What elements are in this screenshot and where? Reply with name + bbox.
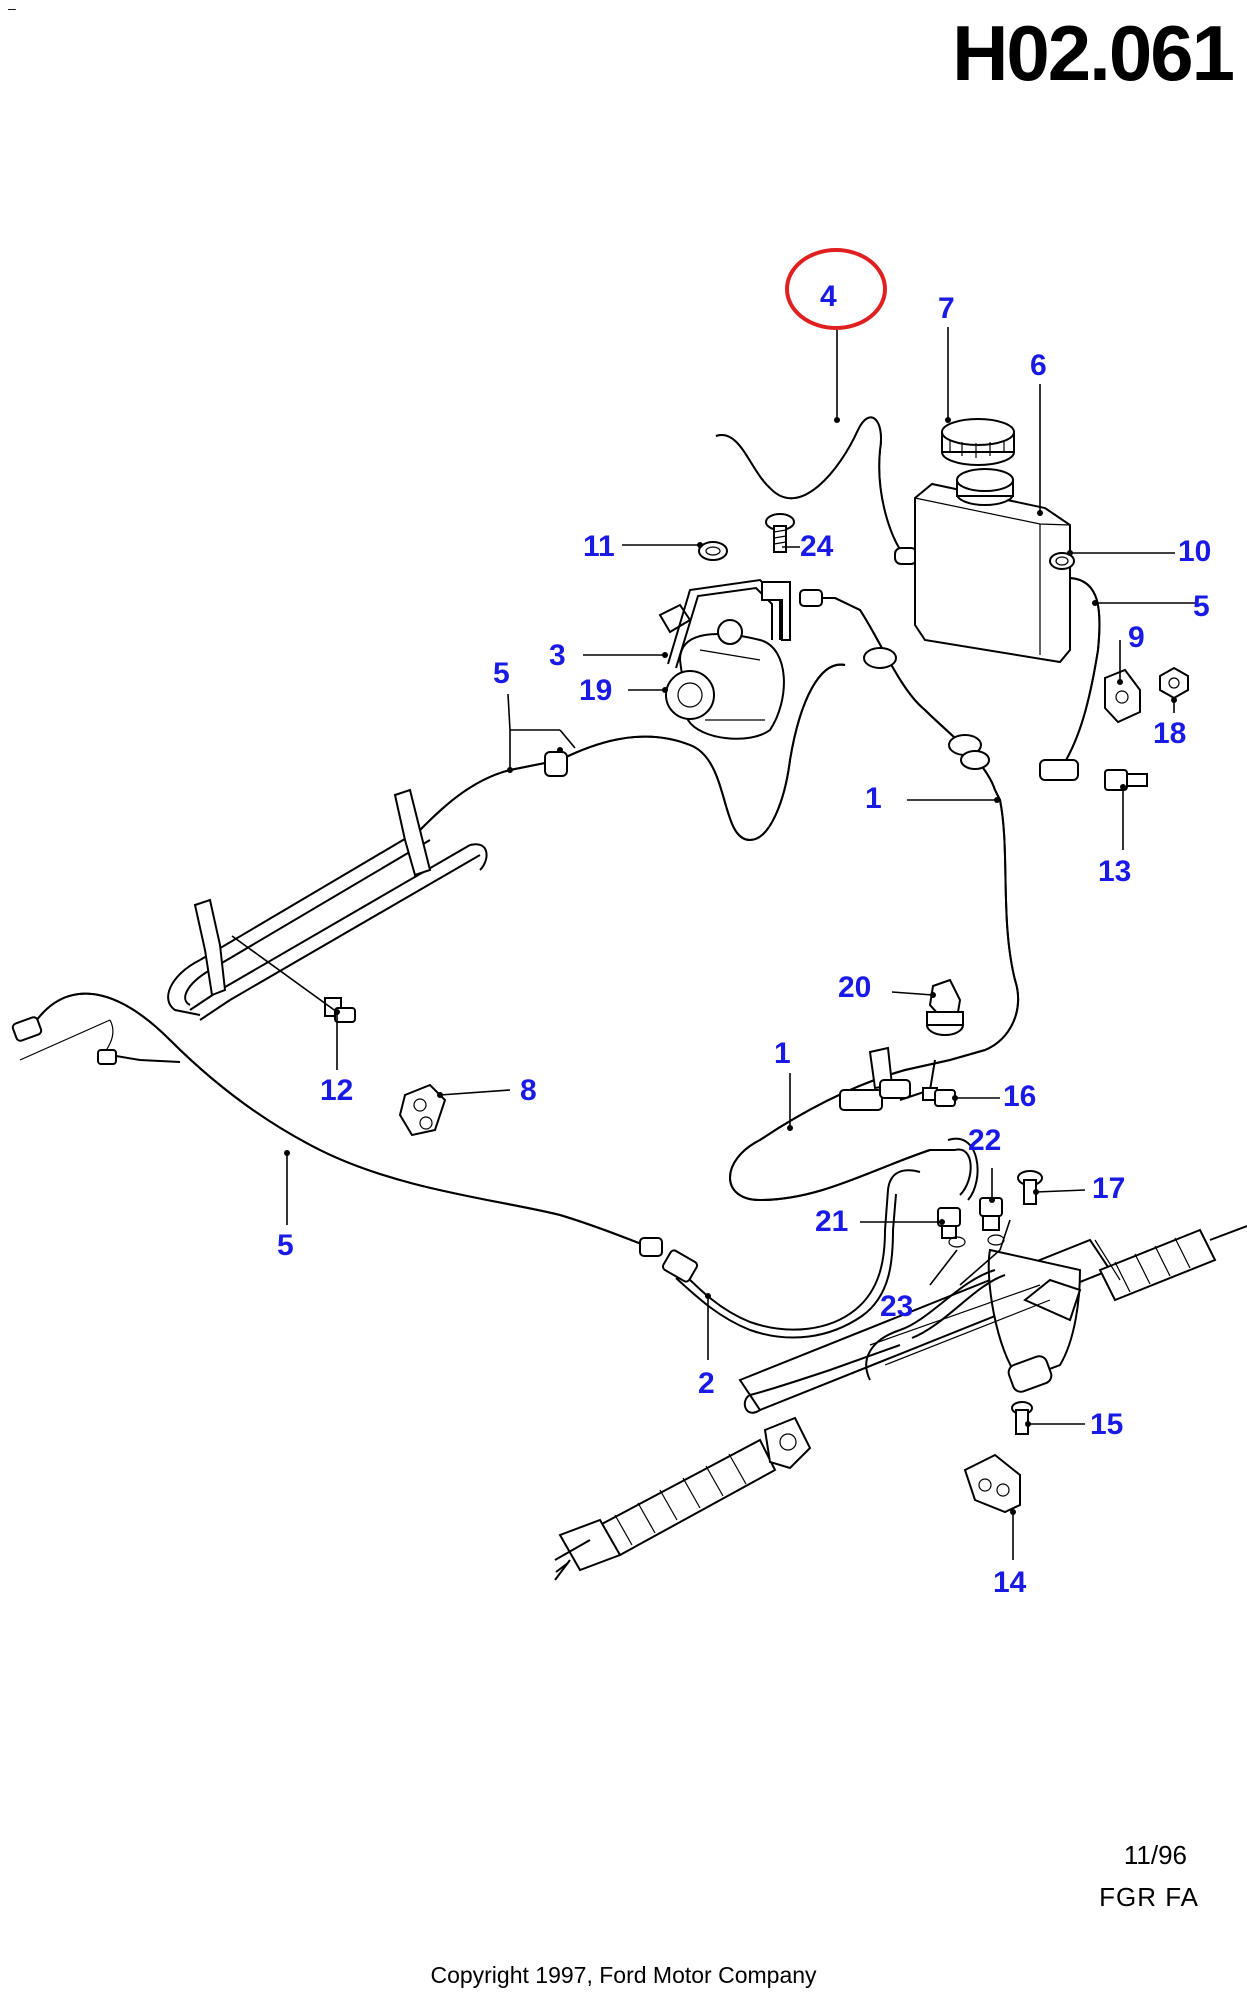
clip-8 xyxy=(398,1083,447,1137)
callout-5-cooler[interactable]: 5 xyxy=(493,657,510,690)
callout-15[interactable]: 15 xyxy=(1090,1408,1123,1441)
cooler-pipes xyxy=(167,788,488,1021)
region-code: FGR FA xyxy=(1099,1882,1199,1912)
callout-21[interactable]: 21 xyxy=(815,1205,848,1238)
callout-23[interactable]: 23 xyxy=(880,1290,913,1323)
callout-9[interactable]: 9 xyxy=(1128,621,1145,654)
date-code: 11/96 xyxy=(1123,1840,1187,1870)
fluid-reservoir xyxy=(914,468,1071,664)
callout-24[interactable]: 24 xyxy=(800,530,834,563)
callout-1-lower[interactable]: 1 xyxy=(774,1037,791,1070)
bracket-14 xyxy=(963,1453,1021,1514)
callout-19[interactable]: 19 xyxy=(579,674,612,707)
line-art xyxy=(11,416,1247,1581)
callout-11[interactable]: 11 xyxy=(583,530,615,563)
callout-2[interactable]: 2 xyxy=(698,1367,715,1400)
steering-pump xyxy=(658,603,785,740)
callout-10[interactable]: 10 xyxy=(1178,535,1211,568)
callout-7[interactable]: 7 xyxy=(938,292,955,325)
callout-5-long[interactable]: 5 xyxy=(277,1229,294,1262)
highlight-circle xyxy=(785,248,887,330)
callout-16[interactable]: 16 xyxy=(1003,1080,1036,1113)
bolt-15 xyxy=(1011,1401,1033,1435)
pressure-switch-20 xyxy=(926,978,964,1036)
hose-clip-10 xyxy=(1049,552,1075,570)
bolt-24 xyxy=(765,513,795,553)
nut-18 xyxy=(1159,666,1189,700)
bolt-12 xyxy=(324,997,356,1023)
callout-12[interactable]: 12 xyxy=(320,1074,353,1107)
pipe-bracket-mid xyxy=(839,1046,911,1111)
callout-14[interactable]: 14 xyxy=(993,1566,1027,1599)
bolt-16 xyxy=(922,1087,956,1107)
callout-4[interactable]: 4 xyxy=(820,280,837,313)
callout-8[interactable]: 8 xyxy=(520,1074,537,1107)
corner-mark: – xyxy=(8,0,16,16)
steering-rack xyxy=(554,1225,1247,1581)
callout-5-reservoir[interactable]: 5 xyxy=(1193,590,1210,623)
callout-6[interactable]: 6 xyxy=(1030,349,1047,382)
callout-22[interactable]: 22 xyxy=(968,1124,1001,1157)
bracket-9 xyxy=(1104,668,1141,724)
diagram-code: H02.061 xyxy=(952,9,1235,97)
rack-boot-left xyxy=(554,1438,777,1581)
callout-20[interactable]: 20 xyxy=(838,971,871,1004)
rack-boot-right xyxy=(1098,1225,1247,1302)
seals-23 xyxy=(948,1234,1005,1248)
callout-17[interactable]: 17 xyxy=(1092,1172,1125,1205)
copyright-notice: Copyright 1997, Ford Motor Company xyxy=(430,1962,817,1988)
hose-end-clip xyxy=(894,547,918,565)
leader-lines xyxy=(231,327,1195,1560)
callout-3[interactable]: 3 xyxy=(549,639,566,672)
reservoir-cap xyxy=(941,418,1015,466)
callout-13[interactable]: 13 xyxy=(1098,855,1131,888)
hose-clip-11 xyxy=(698,541,728,561)
bolt-17 xyxy=(1017,1170,1043,1205)
pipe-bracket-top xyxy=(761,581,791,641)
rack-mount-left xyxy=(763,1416,812,1470)
callout-labels: 4 7 6 11 24 10 5 3 9 5 19 18 1 13 20 1 8… xyxy=(277,280,1211,1599)
callout-18[interactable]: 18 xyxy=(1153,717,1186,750)
callout-1-upper[interactable]: 1 xyxy=(865,782,882,815)
